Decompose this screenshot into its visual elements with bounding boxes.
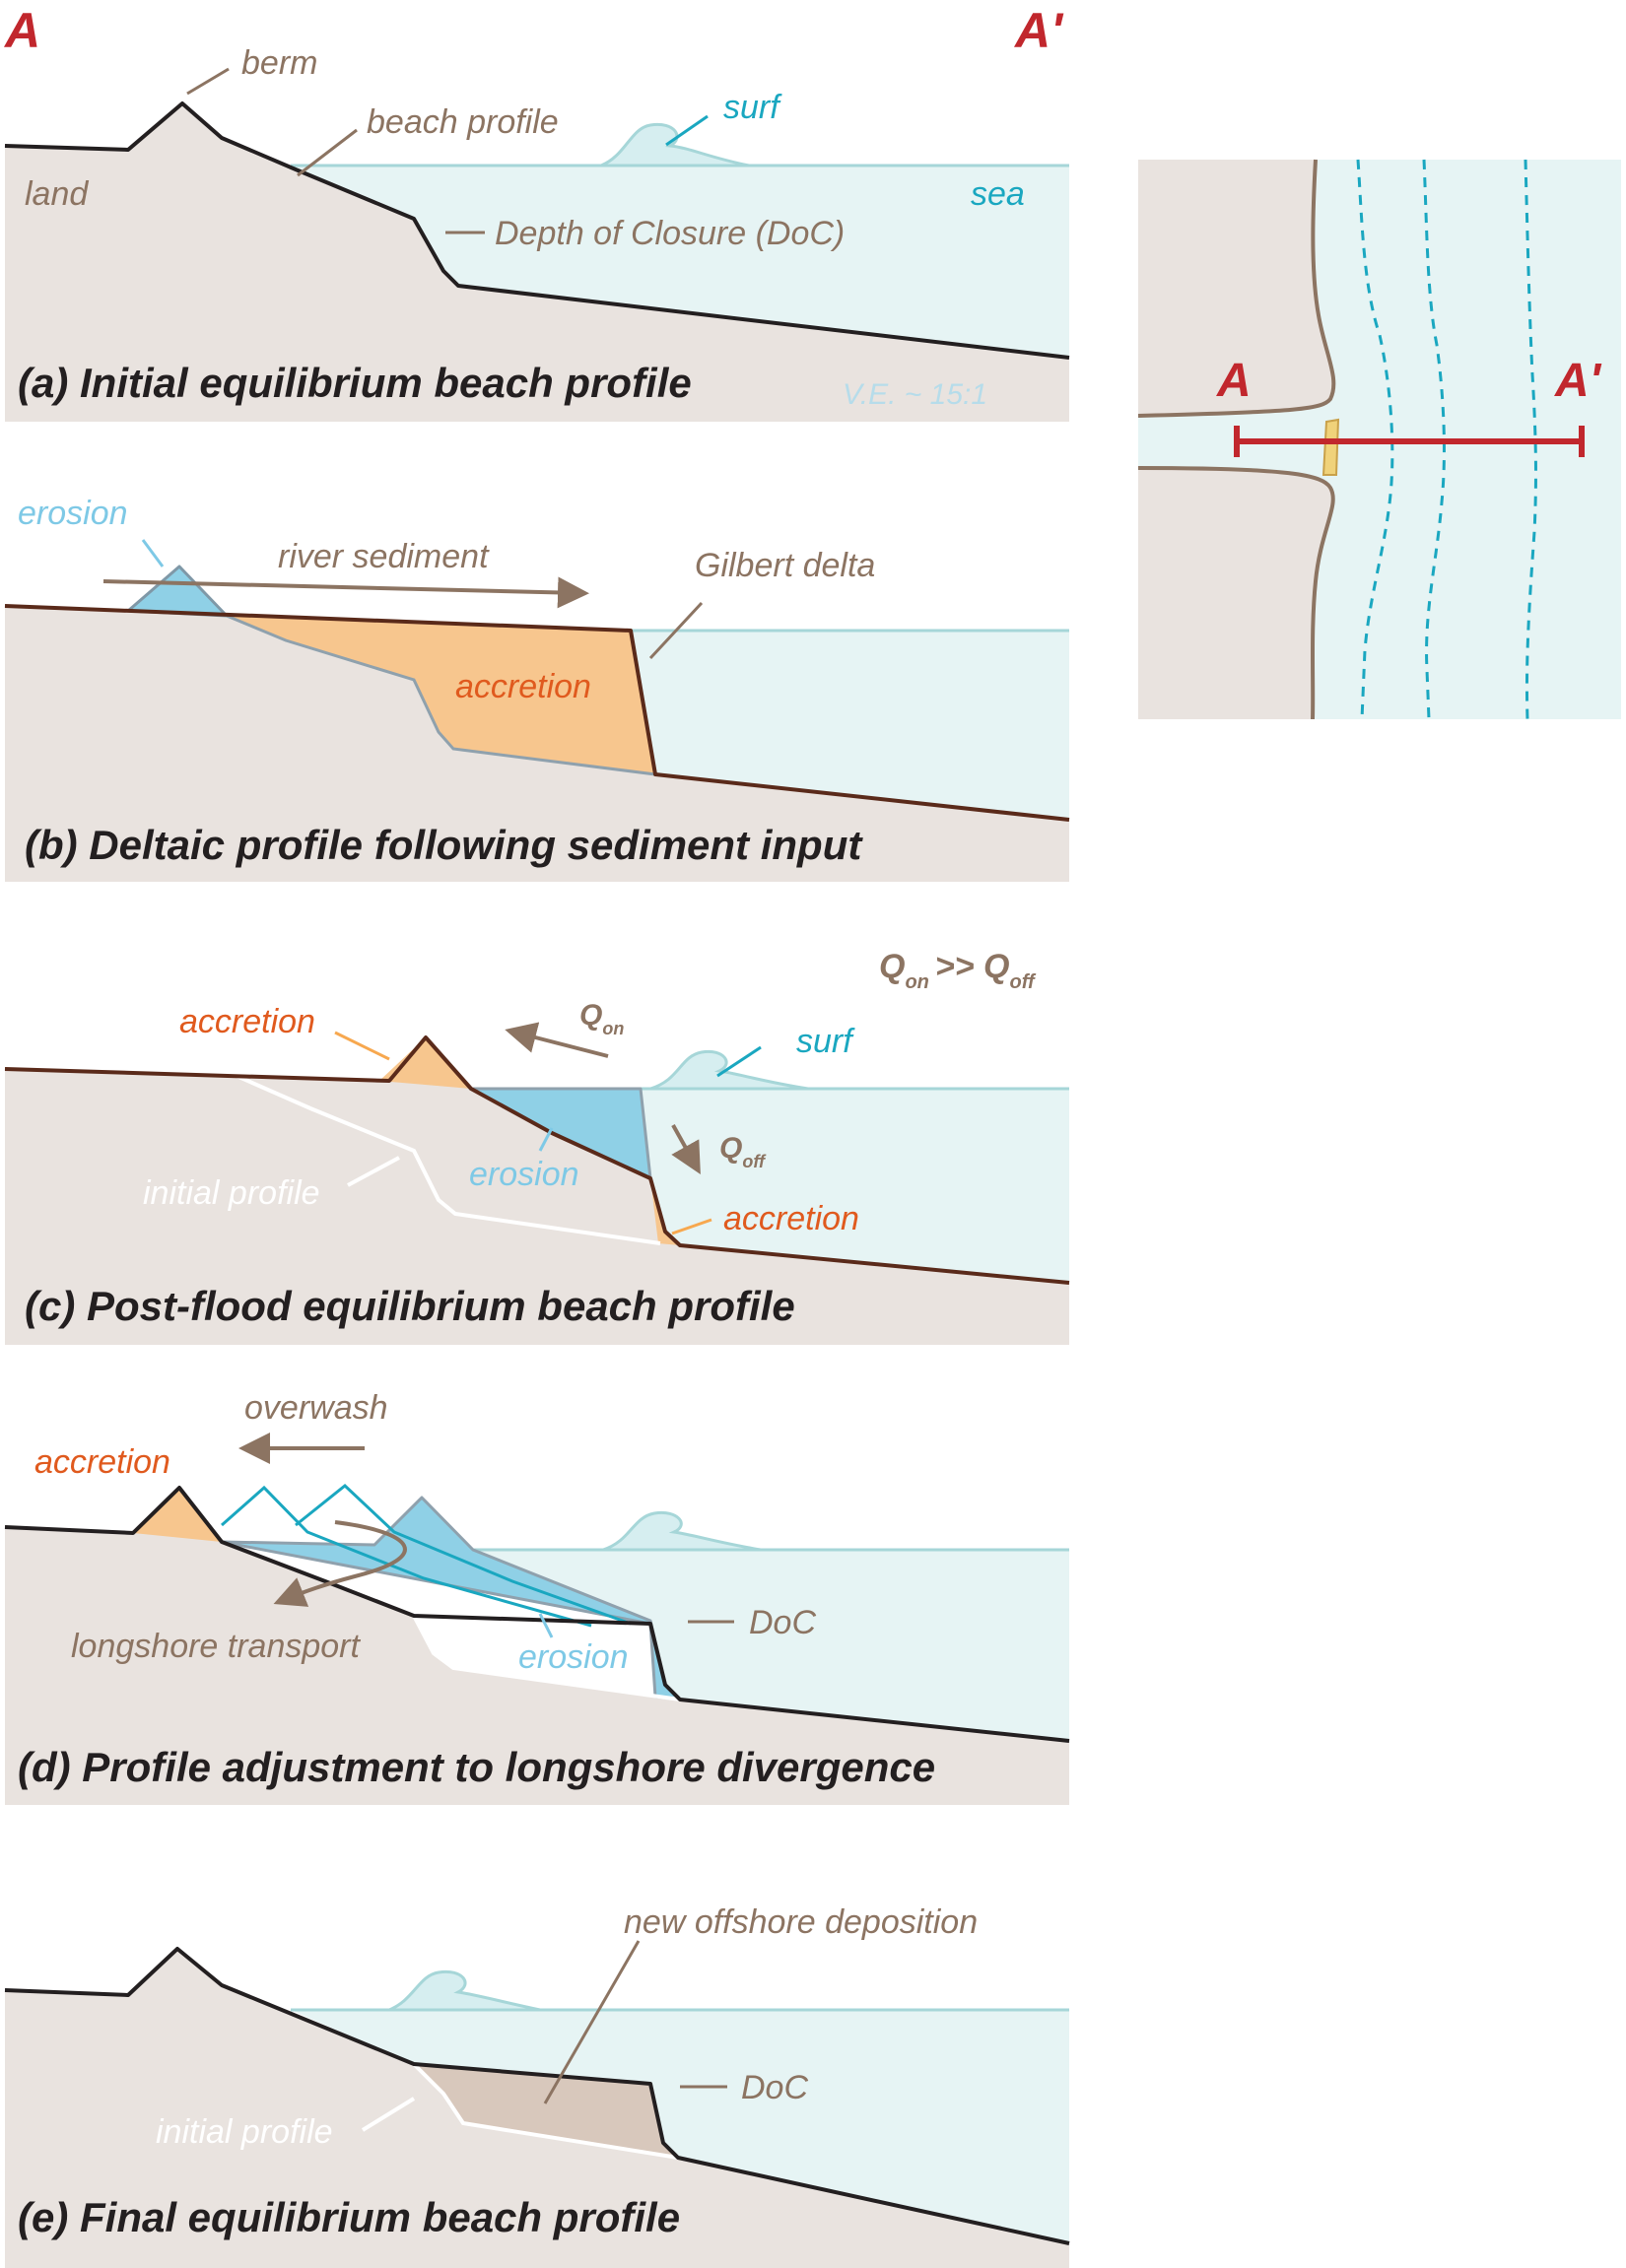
panel-d-title: (d) Profile adjustment to longshore dive… [18, 1744, 935, 1790]
panel-b-title: (b) Deltaic profile following sediment i… [25, 822, 863, 868]
map-start-label: A [1216, 355, 1252, 407]
river-sediment-label: river sediment [278, 538, 490, 575]
panel-a-land [5, 103, 1069, 422]
eroded-berm [126, 565, 229, 618]
panel-c: Qon>> Qoff accretion Qon surf erosion Qo… [4, 948, 1070, 1345]
offshore-accretion-leader [671, 1218, 712, 1235]
river-mouth-deposit [1321, 418, 1340, 476]
panel-e: new offshore deposition DoC initial prof… [4, 1903, 1070, 2268]
surf-leader [716, 1045, 762, 1078]
plan-view-map: A A' [1137, 159, 1621, 720]
panel-e-profile-line [4, 1947, 1070, 2245]
initial-profile-label: initial profile [156, 2113, 333, 2151]
panel-c-title: (c) Post-flood equilibrium beach profile [25, 1283, 795, 1329]
panel-a-sea [291, 166, 1069, 358]
erosion-label: erosion [18, 495, 128, 532]
map-coastline-north [1137, 159, 1336, 418]
panel-e-title: (e) Final equilibrium beach profile [18, 2194, 680, 2240]
map-end-label: A' [1554, 355, 1602, 407]
beach-profile-leader [297, 128, 358, 177]
erosion-leader [538, 1127, 554, 1152]
surf-leader [665, 114, 709, 147]
initial-profile-line [236, 1074, 661, 1245]
land-label: land [25, 175, 89, 213]
map-contour-2 [1422, 159, 1446, 720]
panel-a-title: (a) Initial equilibrium beach profile [18, 360, 692, 406]
flux-relation-label: Qon>> Qoff [879, 948, 1037, 993]
surf-label: surf [796, 1023, 855, 1060]
new-offshore-deposit [414, 2064, 678, 2158]
accretion-label: accretion [34, 1443, 170, 1481]
sea-label: sea [971, 175, 1025, 213]
initial-profile-leader [347, 1156, 400, 1187]
berm-accretion-leader [334, 1031, 390, 1061]
offshore-accretion [650, 1178, 680, 1245]
panel-d: overwash accretion DoC longshore transpo… [4, 1389, 1070, 1805]
q-off-arrow [671, 1124, 701, 1174]
beach-profile-label: beach profile [367, 103, 559, 141]
q-on-label: Qon [579, 999, 624, 1038]
erosion-label: erosion [469, 1156, 579, 1193]
berm-label: berm [241, 44, 317, 82]
new-offshore-deposition-leader [543, 1940, 641, 2104]
wave-icon [602, 1510, 762, 1552]
offshore-accretion-label: accretion [723, 1200, 859, 1237]
panel-d-sea [473, 1550, 1069, 1741]
wave-icon [649, 1049, 809, 1091]
berm-accretion [379, 1037, 471, 1089]
gilbert-delta-leader [648, 601, 704, 660]
accretion-deposit [227, 616, 655, 774]
initial-profile-leader [361, 2097, 416, 2132]
berm-accretion [133, 1488, 222, 1542]
erosion-label: erosion [518, 1638, 629, 1676]
initial-profile-line [412, 2062, 679, 2160]
map-land-north [1138, 160, 1334, 416]
longshore-transport-label: longshore transport [71, 1628, 362, 1665]
panel-c-sea [641, 1089, 1069, 1283]
gilbert-delta-label: Gilbert delta [695, 547, 875, 584]
berm-accretion-label: accretion [179, 1003, 315, 1040]
berm-leader [186, 67, 230, 96]
vertical-exaggeration-label: V.E. ~ 15:1 [843, 378, 987, 411]
panel-c-land [5, 1037, 1069, 1345]
intermediate-profile-2 [295, 1484, 632, 1626]
q-off-label: Qoff [719, 1132, 767, 1171]
panel-b-initial-profile [226, 614, 656, 776]
panel-b-sea [631, 631, 1069, 820]
new-offshore-deposition-label: new offshore deposition [624, 1903, 978, 1941]
q-on-arrow [505, 1022, 609, 1058]
section-end-label: A' [1013, 3, 1064, 58]
wave-icon [388, 1969, 541, 2012]
accretion-label: accretion [455, 668, 591, 705]
panel-c-profile-line [4, 1035, 1070, 1285]
wave-icon [600, 122, 750, 167]
initial-profile-line [412, 1615, 681, 1701]
doc-label: DoC [749, 1604, 816, 1641]
panel-a: A A' berm beach profile surf land sea De… [3, 3, 1070, 422]
surf-label: surf [723, 89, 782, 126]
doc-label: Depth of Closure (DoC) [495, 215, 845, 252]
panel-a-profile-line [4, 101, 1070, 360]
section-start-label: A [3, 3, 40, 58]
panel-d-land [5, 1488, 1069, 1805]
doc-label: DoC [741, 2069, 808, 2106]
erosion-leader [141, 539, 165, 567]
map-contour-1 [1356, 159, 1394, 720]
map-land-south [1138, 468, 1333, 719]
longshore-transport-arrow [273, 1520, 407, 1607]
initial-profile-label: initial profile [143, 1174, 320, 1212]
panel-b: erosion river sediment Gilbert delta acc… [4, 495, 1070, 882]
intermediate-profile-1 [221, 1485, 592, 1628]
erosion-leader [538, 1613, 554, 1638]
river-sediment-arrow [102, 576, 589, 609]
panel-d-profile-line [4, 1486, 1070, 1743]
map-coastline-south [1137, 466, 1335, 720]
overwash-label: overwash [244, 1389, 388, 1427]
panel-b-profile-line [4, 604, 1070, 822]
